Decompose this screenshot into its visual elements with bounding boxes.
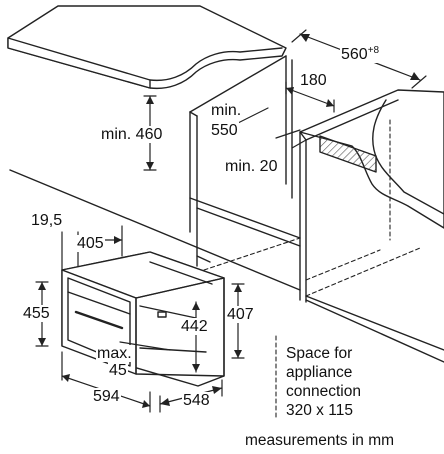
connection-area — [319, 135, 377, 173]
label-min-height: min. 460 — [100, 126, 164, 143]
label-front-height: 455 — [22, 305, 51, 322]
ground-lines — [9, 169, 444, 363]
label-oven-depth: 548 — [182, 392, 211, 409]
right-cabinet — [299, 99, 399, 303]
label-depth-180: 180 — [299, 72, 328, 89]
connection-note-line1: Space for — [286, 345, 353, 362]
left-countertop — [7, 5, 287, 90]
units-note: measurements in mm — [245, 432, 395, 449]
label-handle-line2: 45 — [108, 362, 128, 379]
label-body-height: 407 — [226, 306, 255, 323]
niche-cabinet — [189, 55, 301, 267]
label-min-depth-line1: min. — [210, 102, 243, 119]
label-side-offset: 19,5 — [31, 212, 63, 229]
label-min-gap: min. 20 — [224, 158, 279, 175]
label-niche-width-value: 560 — [341, 46, 368, 63]
label-door-height: 442 — [180, 318, 209, 335]
label-oven-width: 594 — [92, 388, 121, 405]
label-front-width: 405 — [76, 235, 105, 252]
connection-note-line3: connection — [286, 383, 361, 400]
label-niche-width-tolerance: +8 — [367, 45, 380, 56]
dimension-lines — [35, 29, 427, 413]
hidden-lines — [203, 119, 421, 421]
label-handle-line1: max. — [96, 345, 133, 362]
connection-note-line4: 320 x 115 — [286, 402, 353, 419]
label-niche-width: 560+8 — [340, 42, 381, 63]
label-min-depth-line2: 550 — [210, 122, 239, 139]
connection-note-line2: appliance — [286, 364, 353, 381]
